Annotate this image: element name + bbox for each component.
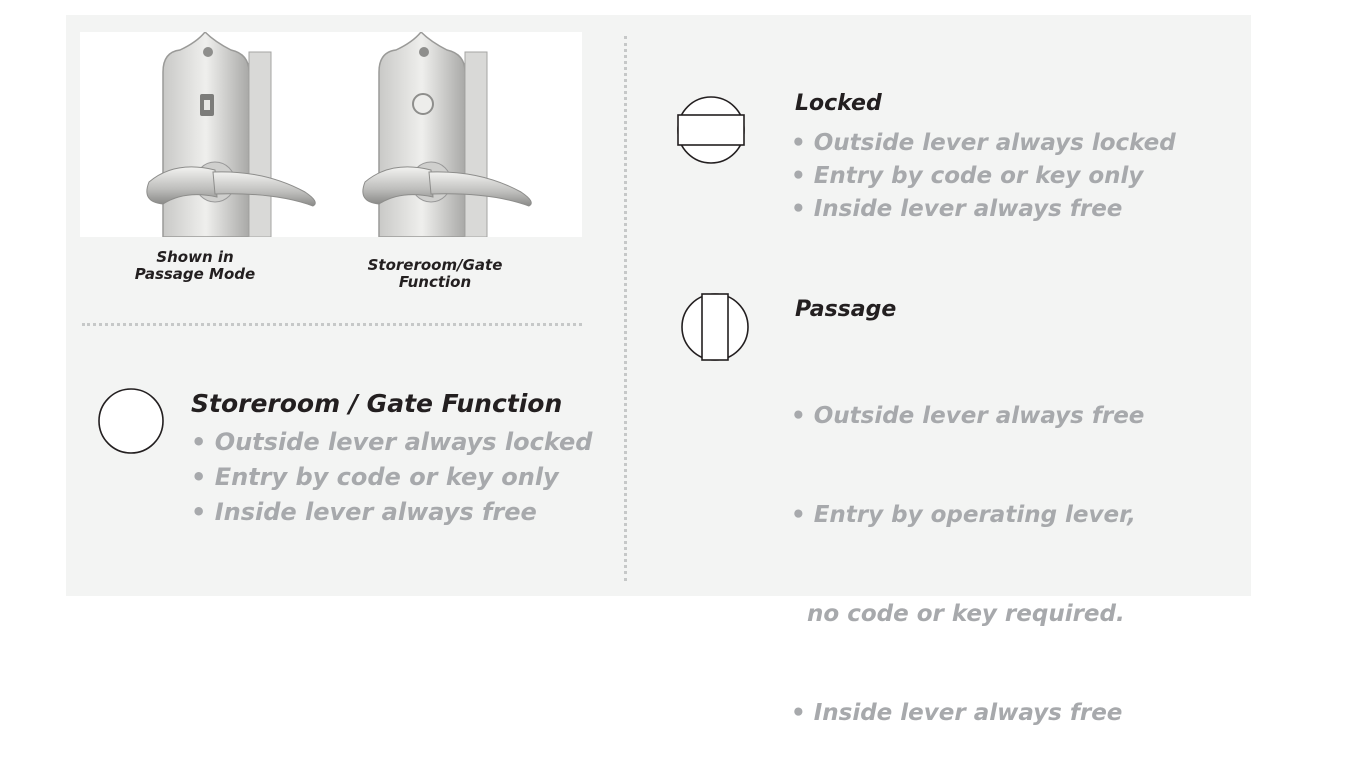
product-photo bbox=[80, 32, 582, 237]
list-item: • Outside lever always locked bbox=[791, 130, 1176, 156]
list-item: • Outside lever always free bbox=[791, 403, 1145, 429]
passage-lockset-image bbox=[146, 32, 316, 237]
horizontal-dotted-divider bbox=[82, 323, 582, 326]
list-item: • Outside lever always locked bbox=[191, 428, 593, 456]
list-item: • Entry by code or key only bbox=[791, 163, 1144, 189]
passage-mode-caption: Shown in Passage Mode bbox=[134, 248, 256, 283]
list-item: • Inside lever always free bbox=[191, 498, 537, 526]
thumbturn-vertical-icon bbox=[681, 293, 749, 361]
storeroom-title: Storeroom / Gate Function bbox=[191, 389, 563, 418]
vertical-dotted-divider bbox=[624, 36, 627, 581]
list-item: • Entry by operating lever, bbox=[791, 502, 1136, 528]
storeroom-lockset-image bbox=[362, 32, 532, 237]
storeroom-caption: Storeroom/Gate Function bbox=[367, 256, 503, 291]
blank-circle-icon bbox=[98, 388, 164, 454]
list-item: • Entry by code or key only bbox=[191, 463, 559, 491]
locked-list: • Outside lever always locked • Entry by… bbox=[791, 127, 1176, 226]
locked-title: Locked bbox=[795, 91, 882, 116]
passage-title: Passage bbox=[795, 297, 897, 322]
list-item: • Inside lever always free bbox=[791, 196, 1123, 222]
passage-list: • Outside lever always free • Entry by o… bbox=[791, 334, 1144, 763]
storeroom-list: • Outside lever always locked • Entry by… bbox=[191, 425, 592, 530]
list-item: • Inside lever always free bbox=[791, 700, 1123, 726]
list-item: no code or key required. bbox=[791, 601, 1125, 627]
thumbturn-horizontal-icon bbox=[677, 96, 745, 164]
